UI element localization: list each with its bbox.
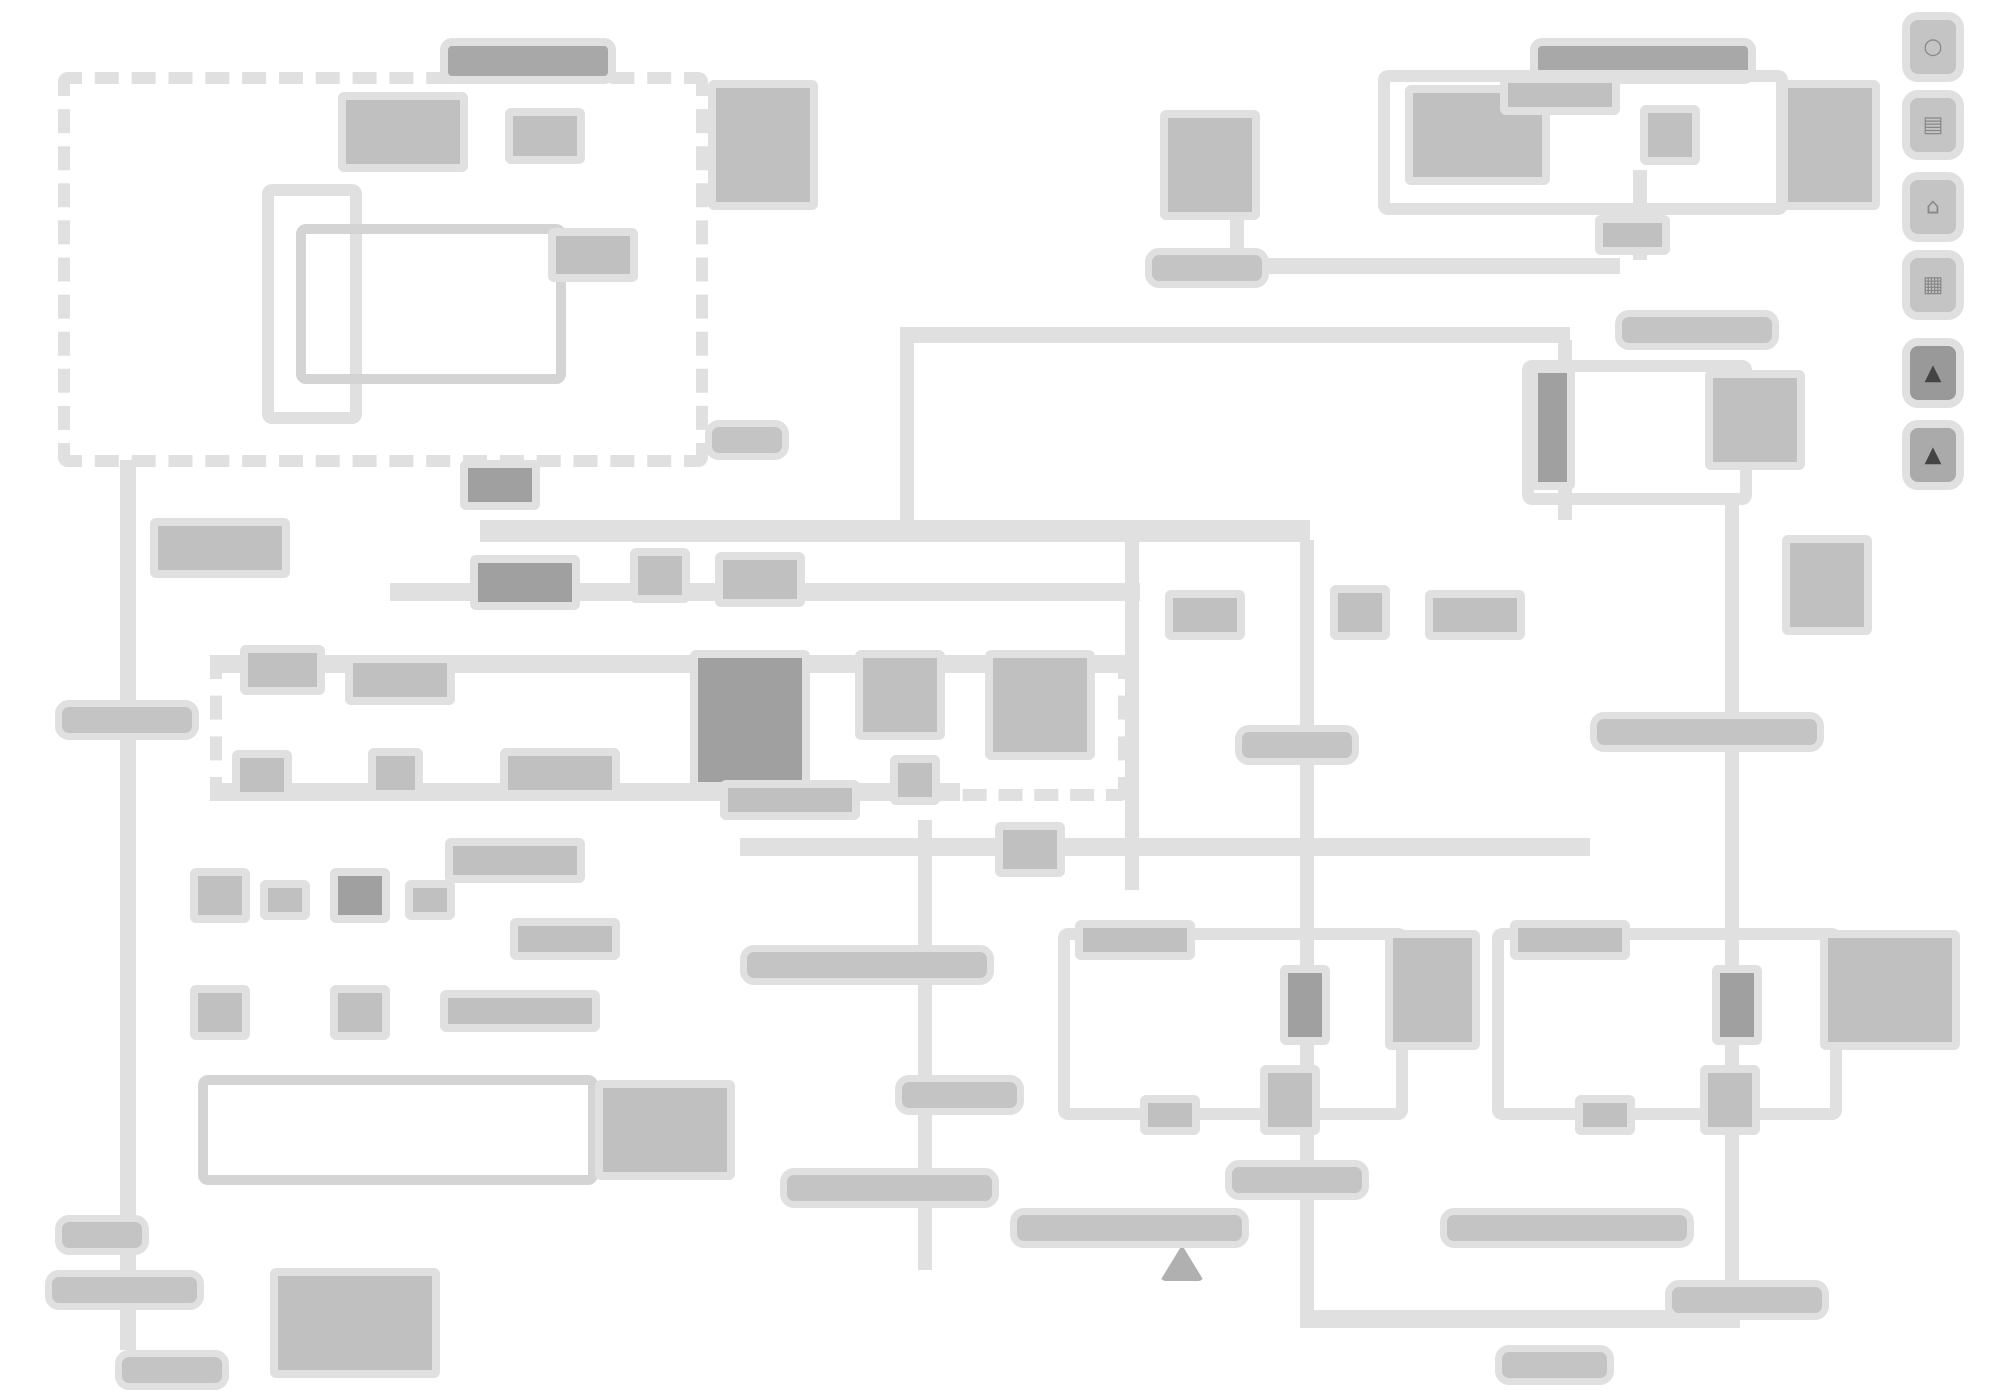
node-ml-11[interactable]: [995, 822, 1065, 877]
label-7: [895, 1075, 1024, 1115]
node-row1-5[interactable]: [1330, 585, 1390, 640]
frame-top-left-inner-loop: [262, 184, 362, 424]
node-row1-2[interactable]: [630, 548, 690, 603]
node-loop1-b[interactable]: [1280, 965, 1330, 1045]
node-tl-4[interactable]: [548, 228, 638, 282]
label-0: [1145, 248, 1269, 288]
bus-top-right: [900, 327, 1570, 343]
vwire-left: [120, 460, 136, 1350]
node-tl-1[interactable]: [338, 92, 468, 172]
node-ll-3[interactable]: [330, 868, 390, 923]
label-6: [740, 945, 994, 985]
side-icon-document[interactable]: ▤: [1902, 90, 1964, 160]
side-icon-home[interactable]: ⌂: [1902, 172, 1964, 242]
node-ll-7[interactable]: [190, 985, 250, 1040]
node-ll-4[interactable]: [405, 880, 455, 920]
label-12: [55, 1215, 149, 1255]
node-tl-6[interactable]: [150, 518, 290, 578]
node-ml-9[interactable]: [890, 755, 940, 805]
node-ll-5[interactable]: [445, 838, 585, 883]
node-ml-2[interactable]: [345, 655, 455, 705]
node-loop2-a[interactable]: [1510, 920, 1630, 960]
node-rm-2[interactable]: [1705, 370, 1805, 470]
bus-bottom: [1300, 1310, 1740, 1328]
title-pill-left: [440, 38, 616, 84]
bus-1: [480, 520, 1310, 542]
bus-top-right-2: [1170, 258, 1620, 274]
label-11: [1440, 1208, 1694, 1248]
node-tl-3[interactable]: [708, 80, 818, 210]
home-icon: ⌂: [1926, 194, 1940, 220]
vwire-2: [918, 820, 932, 1270]
label-1: [1615, 310, 1779, 350]
node-ml-7[interactable]: [368, 748, 423, 798]
node-loop2-b[interactable]: [1712, 965, 1762, 1045]
node-loop1-a[interactable]: [1075, 920, 1195, 960]
document-icon: ▤: [1922, 112, 1944, 138]
warning-triangle-small-icon: ▲: [1924, 442, 1942, 468]
node-tr-3[interactable]: [1500, 75, 1620, 115]
triangle-node[interactable]: [1160, 1245, 1204, 1281]
node-ml-10[interactable]: [720, 780, 860, 820]
node-ml-4[interactable]: [855, 650, 945, 740]
node-tr-4[interactable]: [1780, 80, 1880, 210]
node-ll-6[interactable]: [510, 918, 620, 960]
node-ll-10[interactable]: [595, 1080, 735, 1180]
clock-icon: ○: [1923, 34, 1943, 60]
label-5: [1590, 712, 1824, 752]
frame-top-left-core: [296, 224, 566, 384]
node-tl-2[interactable]: [505, 108, 585, 164]
label-10: [1010, 1208, 1249, 1248]
label-3: [55, 700, 199, 740]
bus-5: [740, 838, 1590, 856]
label-13: [45, 1270, 204, 1310]
vwire-4: [1125, 540, 1139, 890]
label-14: [1665, 1280, 1829, 1320]
node-loop2-c[interactable]: [1820, 930, 1960, 1050]
side-icon-warning-small[interactable]: ▲: [1902, 420, 1964, 490]
node-row1-6[interactable]: [1425, 590, 1525, 640]
label-9: [1225, 1160, 1369, 1200]
node-loop1-e[interactable]: [1260, 1065, 1320, 1135]
label-2: [705, 420, 789, 460]
label-4: [1235, 725, 1359, 765]
node-row1-3[interactable]: [715, 552, 805, 607]
node-row1-4[interactable]: [1165, 590, 1245, 640]
node-loop1-d[interactable]: [1140, 1095, 1200, 1135]
monitor-node[interactable]: [1160, 110, 1260, 220]
node-ml-8[interactable]: [500, 748, 620, 798]
node-tr-2[interactable]: [1640, 105, 1700, 165]
vwire-1: [900, 330, 914, 530]
side-icon-warning[interactable]: ▲: [1902, 338, 1964, 408]
vwire-6: [1725, 500, 1739, 1310]
node-ml-6[interactable]: [232, 750, 292, 800]
node-ml-3[interactable]: [690, 650, 810, 790]
node-ll-8[interactable]: [330, 985, 390, 1040]
node-loop2-d[interactable]: [1575, 1095, 1635, 1135]
node-ll-2[interactable]: [260, 880, 310, 920]
node-ll-1[interactable]: [190, 868, 250, 923]
label-16: [1495, 1345, 1614, 1385]
side-icon-grid[interactable]: ▦: [1902, 250, 1964, 320]
node-tr-5[interactable]: [1595, 215, 1670, 255]
frame-lower-left: [198, 1075, 598, 1185]
monitor-stand: [1230, 220, 1244, 250]
node-loop1-c[interactable]: [1385, 930, 1480, 1050]
label-15: [115, 1350, 229, 1390]
node-tr-side[interactable]: [1782, 535, 1872, 635]
node-row1-1[interactable]: [470, 555, 580, 610]
label-8: [780, 1168, 999, 1208]
warning-triangle-icon: ▲: [1924, 360, 1942, 386]
node-ml-5[interactable]: [985, 650, 1095, 760]
node-ml-1[interactable]: [240, 645, 325, 695]
node-ll-9[interactable]: [440, 990, 600, 1032]
node-rm-1[interactable]: [1530, 365, 1575, 490]
grid-icon: ▦: [1922, 272, 1944, 298]
node-loop2-e[interactable]: [1700, 1065, 1760, 1135]
side-icon-clock[interactable]: ○: [1902, 12, 1964, 82]
node-house[interactable]: [270, 1268, 440, 1378]
node-tl-5[interactable]: [460, 460, 540, 510]
